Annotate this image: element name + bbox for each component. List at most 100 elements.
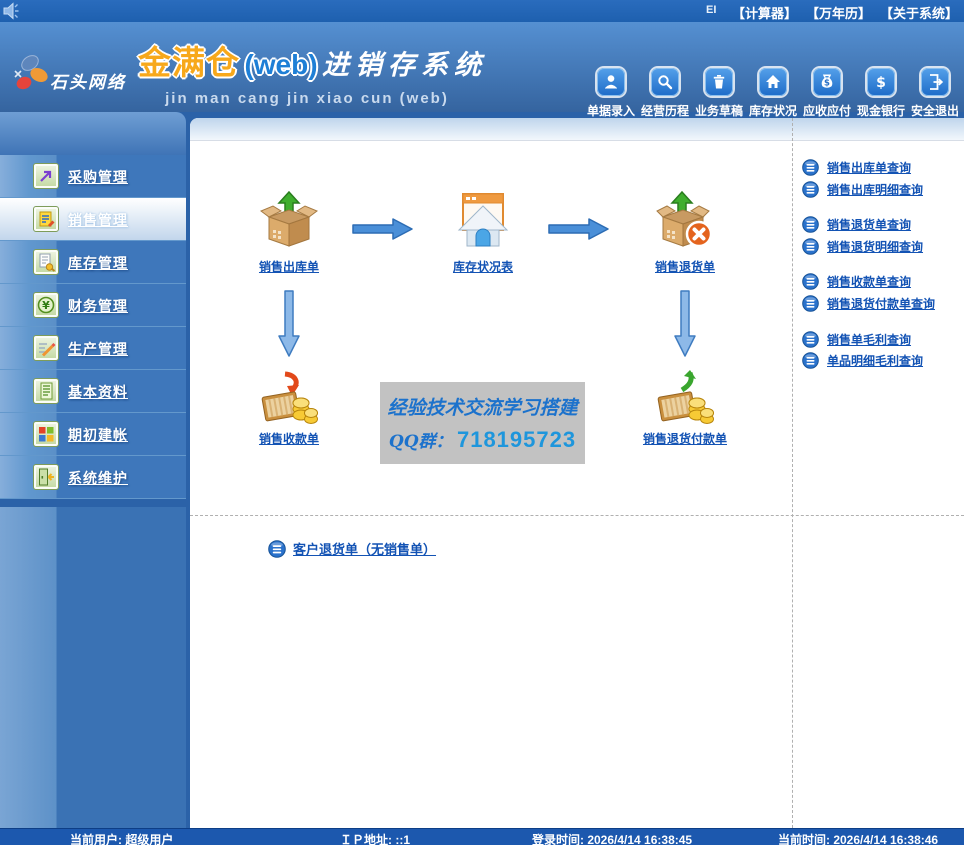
list-icon bbox=[802, 216, 819, 233]
initial-accounts-icon bbox=[33, 421, 59, 447]
sidebar-item-finance[interactable]: ¥ 财务管理 bbox=[0, 284, 186, 327]
marquee-text: EI bbox=[706, 4, 717, 16]
topbar-link-calendar[interactable]: 【万年历】 bbox=[805, 6, 871, 21]
flow-arrow-right-2 bbox=[548, 218, 610, 245]
sales-return-link[interactable]: 销售退货单 bbox=[654, 260, 715, 274]
list-icon bbox=[802, 352, 819, 369]
link-customer-return-no-sales[interactable]: 客户退货单（无销售单） bbox=[268, 539, 436, 558]
flow-arrow-right-1 bbox=[352, 218, 414, 245]
list-icon bbox=[802, 181, 819, 198]
title-main: 金满仓 bbox=[138, 44, 240, 81]
sidebar-item-initial-accounts[interactable]: 期初建帐 bbox=[0, 413, 186, 456]
company-logo: 石头网络 bbox=[12, 52, 126, 99]
svg-text:¥: ¥ bbox=[42, 299, 50, 312]
sidebar-cap bbox=[0, 112, 186, 155]
box-return-icon[interactable] bbox=[655, 190, 715, 250]
basicdata-icon bbox=[33, 378, 59, 404]
toolbar-button-inventory[interactable]: 库存状况 bbox=[746, 68, 800, 119]
exit-icon bbox=[921, 68, 949, 96]
sidebar-item-system-maintenance[interactable]: 系统维护 bbox=[0, 456, 186, 499]
finance-icon: ¥ bbox=[33, 292, 59, 318]
sales-icon bbox=[33, 206, 59, 232]
status-bar: 当前用户: 超级用户 ＩＰ地址: ::1 登录时间: 2026/4/14 16:… bbox=[0, 828, 964, 845]
list-icon bbox=[802, 331, 819, 348]
toolbar-button-logout[interactable]: 安全退出 bbox=[908, 68, 962, 119]
list-icon bbox=[802, 159, 819, 176]
toolbar-button-drafts[interactable]: 业务草稿 bbox=[692, 68, 746, 119]
list-icon bbox=[802, 273, 819, 290]
topbar-link-calculator[interactable]: 【计算器】 bbox=[731, 6, 797, 21]
sidebar-item-production[interactable]: 生产管理 bbox=[0, 327, 186, 370]
sidebar-item-purchase[interactable]: 采购管理 bbox=[0, 155, 186, 198]
sidebar-item-basicdata[interactable]: 基本资料 bbox=[0, 370, 186, 413]
sidebar-item-inventory[interactable]: 库存管理 bbox=[0, 241, 186, 284]
status-current-user: 当前用户: 超级用户 bbox=[70, 833, 174, 845]
folder-coins-receipt-icon[interactable] bbox=[259, 370, 319, 430]
topbar-link-about[interactable]: 【关于系统】 bbox=[879, 6, 958, 21]
list-icon bbox=[802, 238, 819, 255]
sidebar-item-sales[interactable]: 销售管理 bbox=[0, 198, 186, 241]
logo-petals-icon bbox=[12, 52, 48, 99]
status-login-time: 登录时间: 2026/4/14 16:38:45 bbox=[532, 833, 693, 845]
sales-return-link-wrap: 销售退货单 bbox=[615, 258, 755, 275]
trash-icon bbox=[705, 68, 733, 96]
inventory-status-link-wrap: 库存状况表 bbox=[413, 258, 553, 275]
warehouse-icon[interactable] bbox=[453, 190, 513, 250]
top-bar: EI 【计算器】 【万年历】 【关于系统】 bbox=[0, 0, 964, 22]
link-sales-return-query[interactable]: 销售退货单查询 bbox=[802, 216, 911, 233]
flow-arrow-down-2 bbox=[674, 290, 696, 363]
link-item-detail-gross-profit-query[interactable]: 单品明细毛利查询 bbox=[802, 352, 923, 369]
link-sales-refund-payment-query[interactable]: 销售退货付款单查询 bbox=[802, 295, 935, 312]
toolbar-button-history[interactable]: 经营历程 bbox=[638, 68, 692, 119]
sales-outbound-link[interactable]: 销售出库单 bbox=[258, 260, 319, 274]
title-rest: 进销存系统 bbox=[322, 50, 488, 81]
header-toolbar: 单据录入 经营历程 业务草稿 库存状况 $ 应收应付 $ 现金银行 bbox=[584, 68, 962, 119]
qq-ad-line2: QQ群： 718195723 bbox=[380, 427, 585, 453]
qq-ad-box: 经验技术交流学习搭建 QQ群： 718195723 bbox=[380, 382, 585, 464]
vertical-dashed-divider bbox=[792, 118, 793, 828]
sales-outbound-link-wrap: 销售出库单 bbox=[219, 258, 359, 275]
qq-group-prefix: QQ群： bbox=[388, 432, 453, 452]
magnifier-icon bbox=[651, 68, 679, 96]
system-maintenance-icon bbox=[33, 464, 59, 490]
toolbar-button-cashbank[interactable]: $ 现金银行 bbox=[854, 68, 908, 119]
inventory-icon bbox=[33, 249, 59, 275]
sidebar-menu: 采购管理 销售管理 库存管理 ¥ 财务管理 生产管理 基本资料 bbox=[0, 155, 186, 499]
box-out-icon[interactable] bbox=[259, 190, 319, 250]
link-sales-return-detail-query[interactable]: 销售退货明细查询 bbox=[802, 238, 923, 255]
sales-receipt-link[interactable]: 销售收款单 bbox=[258, 432, 319, 446]
user-icon bbox=[597, 68, 625, 96]
link-sales-receipt-query[interactable]: 销售收款单查询 bbox=[802, 273, 911, 290]
list-icon bbox=[268, 539, 286, 558]
toolbar-button-receivable[interactable]: $ 应收应付 bbox=[800, 68, 854, 119]
svg-text:$: $ bbox=[824, 78, 830, 88]
sales-refund-payment-link[interactable]: 销售退货付款单 bbox=[642, 432, 727, 446]
inventory-status-link[interactable]: 库存状况表 bbox=[452, 260, 513, 274]
logo-text: 石头网络 bbox=[50, 73, 126, 92]
sales-receipt-link-wrap: 销售收款单 bbox=[219, 430, 359, 447]
purchase-icon bbox=[33, 163, 59, 189]
flow-arrow-down-1 bbox=[278, 290, 300, 363]
topbar-links: 【计算器】 【万年历】 【关于系统】 bbox=[732, 3, 958, 22]
title-web: (web) bbox=[244, 49, 318, 80]
content-top-gradient bbox=[190, 118, 964, 141]
horizontal-dashed-divider bbox=[190, 515, 964, 516]
link-sales-outbound-query[interactable]: 销售出库单查询 bbox=[802, 159, 911, 176]
status-ip-address: ＩＰ地址: ::1 bbox=[340, 833, 410, 845]
dollar-icon: $ bbox=[867, 68, 895, 96]
app-subtitle: jin man cang jin xiao cun (web) bbox=[165, 90, 449, 107]
list-icon bbox=[802, 295, 819, 312]
status-current-time: 当前时间: 2026/4/14 16:38:46 bbox=[778, 833, 939, 845]
speaker-icon[interactable] bbox=[3, 2, 21, 20]
folder-coins-refund-icon[interactable] bbox=[655, 370, 715, 430]
toolbar-button-doc-entry[interactable]: 单据录入 bbox=[584, 68, 638, 119]
svg-text:$: $ bbox=[876, 75, 886, 91]
moneybag-icon: $ bbox=[813, 68, 841, 96]
sales-refund-payment-link-wrap: 销售退货付款单 bbox=[615, 430, 755, 447]
main-content: 销售出库单 库存状况表 销售退货单 销售收款单 销售退货付款单 经验技术交流学习… bbox=[190, 118, 964, 828]
app-title: 金满仓 (web) 进销存系统 jin man cang jin xiao cu… bbox=[138, 44, 481, 108]
link-sales-outbound-detail-query[interactable]: 销售出库明细查询 bbox=[802, 181, 923, 198]
sidebar-filler bbox=[0, 507, 186, 828]
link-sales-gross-profit-query[interactable]: 销售单毛利查询 bbox=[802, 331, 911, 348]
